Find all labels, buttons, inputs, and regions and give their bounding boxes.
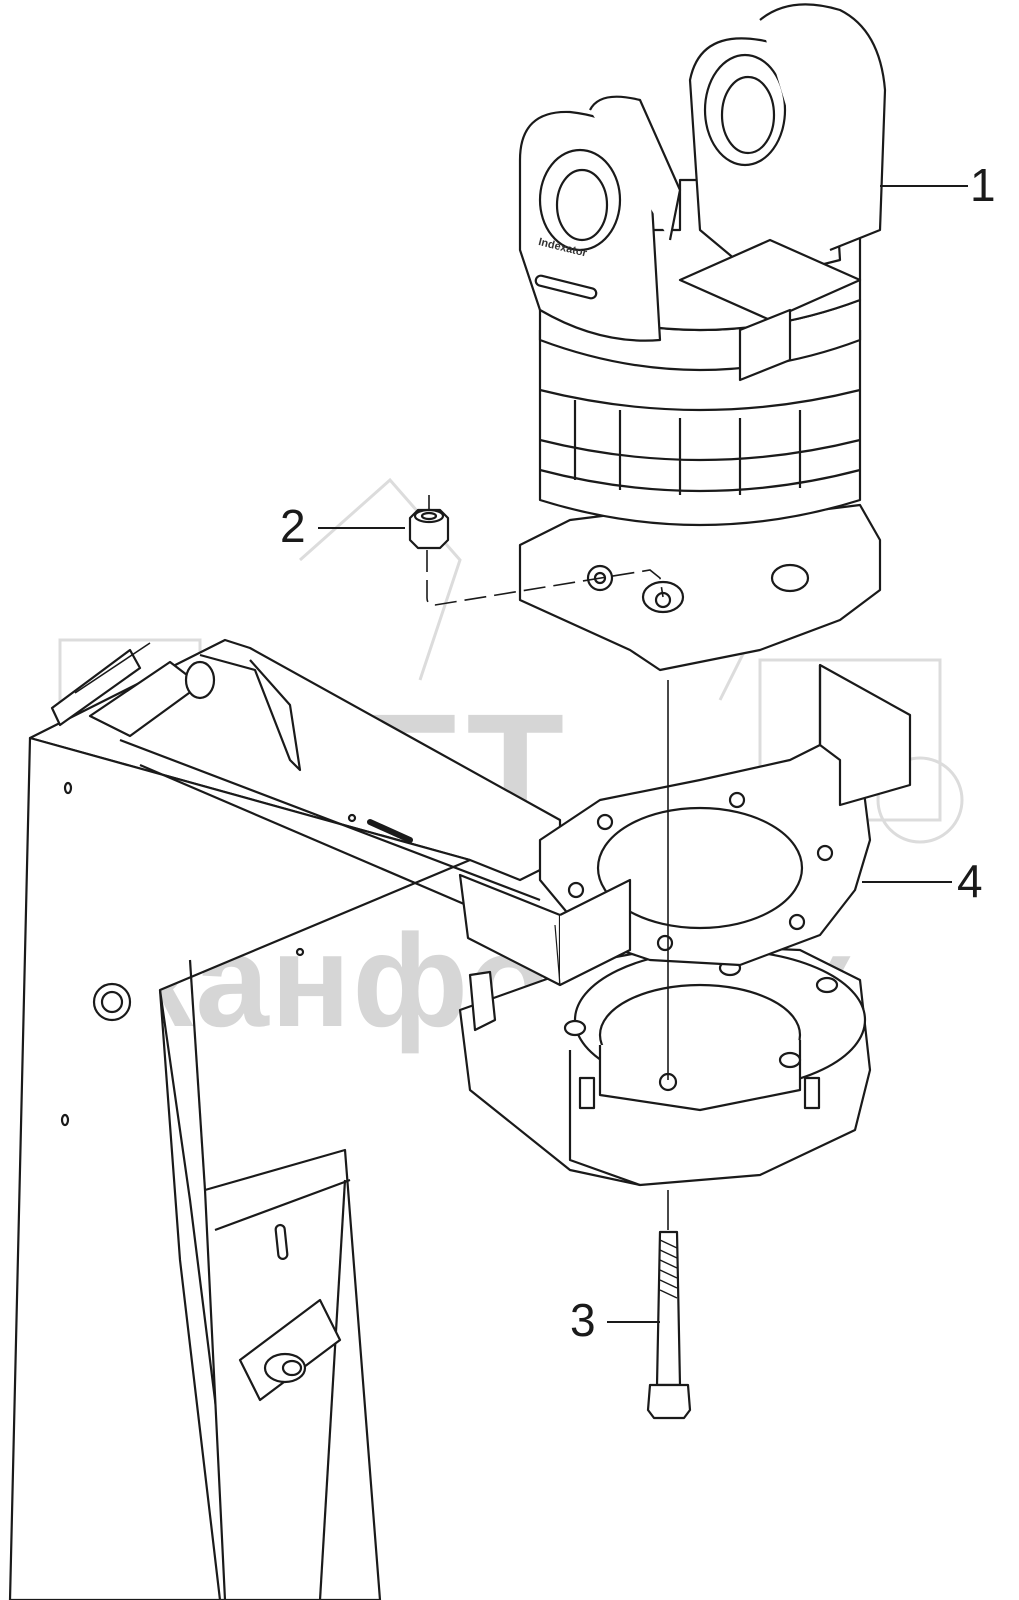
- callout-3: 3: [570, 1294, 596, 1346]
- part-3-bolt: [646, 1230, 692, 1420]
- callout-1: 1: [970, 159, 996, 211]
- assembly-guide-lines: [426, 550, 669, 1230]
- callout-leaders: [318, 185, 968, 1323]
- crane-boom: [8, 638, 562, 1600]
- callout-4: 4: [957, 855, 983, 907]
- boom-head-mount: [458, 943, 872, 1187]
- part-1-rotator: [518, 3, 887, 672]
- part-2-nut: [408, 495, 450, 550]
- callout-2: 2: [280, 500, 306, 552]
- part-4-stop-bracket: [458, 663, 912, 987]
